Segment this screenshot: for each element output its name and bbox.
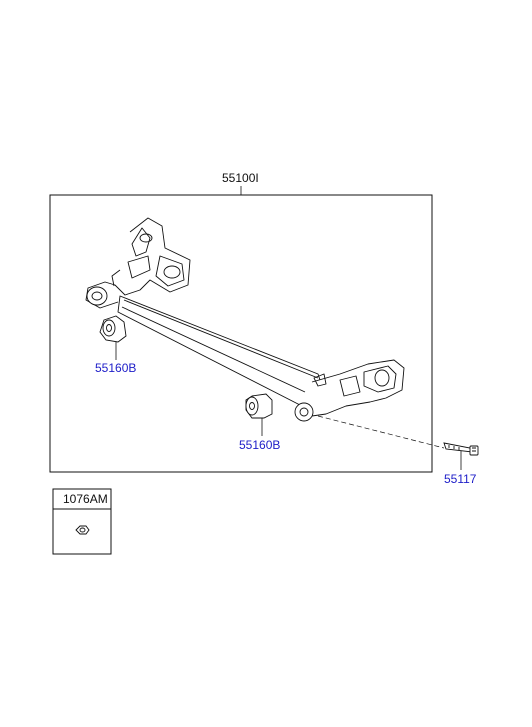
assembly-label: 55100I [222, 171, 259, 185]
bushing-label-center[interactable]: 55160B [239, 438, 281, 452]
bolt-part [443, 442, 479, 456]
bushing-label-left[interactable]: 55160B [95, 361, 137, 375]
inset-label: 1076AM [63, 492, 108, 506]
inset-box [52, 488, 112, 555]
bolt-label[interactable]: 55117 [444, 472, 477, 486]
rear-axle-illustration [85, 217, 405, 422]
bushing-left-part [99, 315, 127, 343]
bushing-center-part [245, 393, 273, 419]
nut-part [75, 525, 90, 535]
bolt-alignment-line [317, 415, 445, 449]
